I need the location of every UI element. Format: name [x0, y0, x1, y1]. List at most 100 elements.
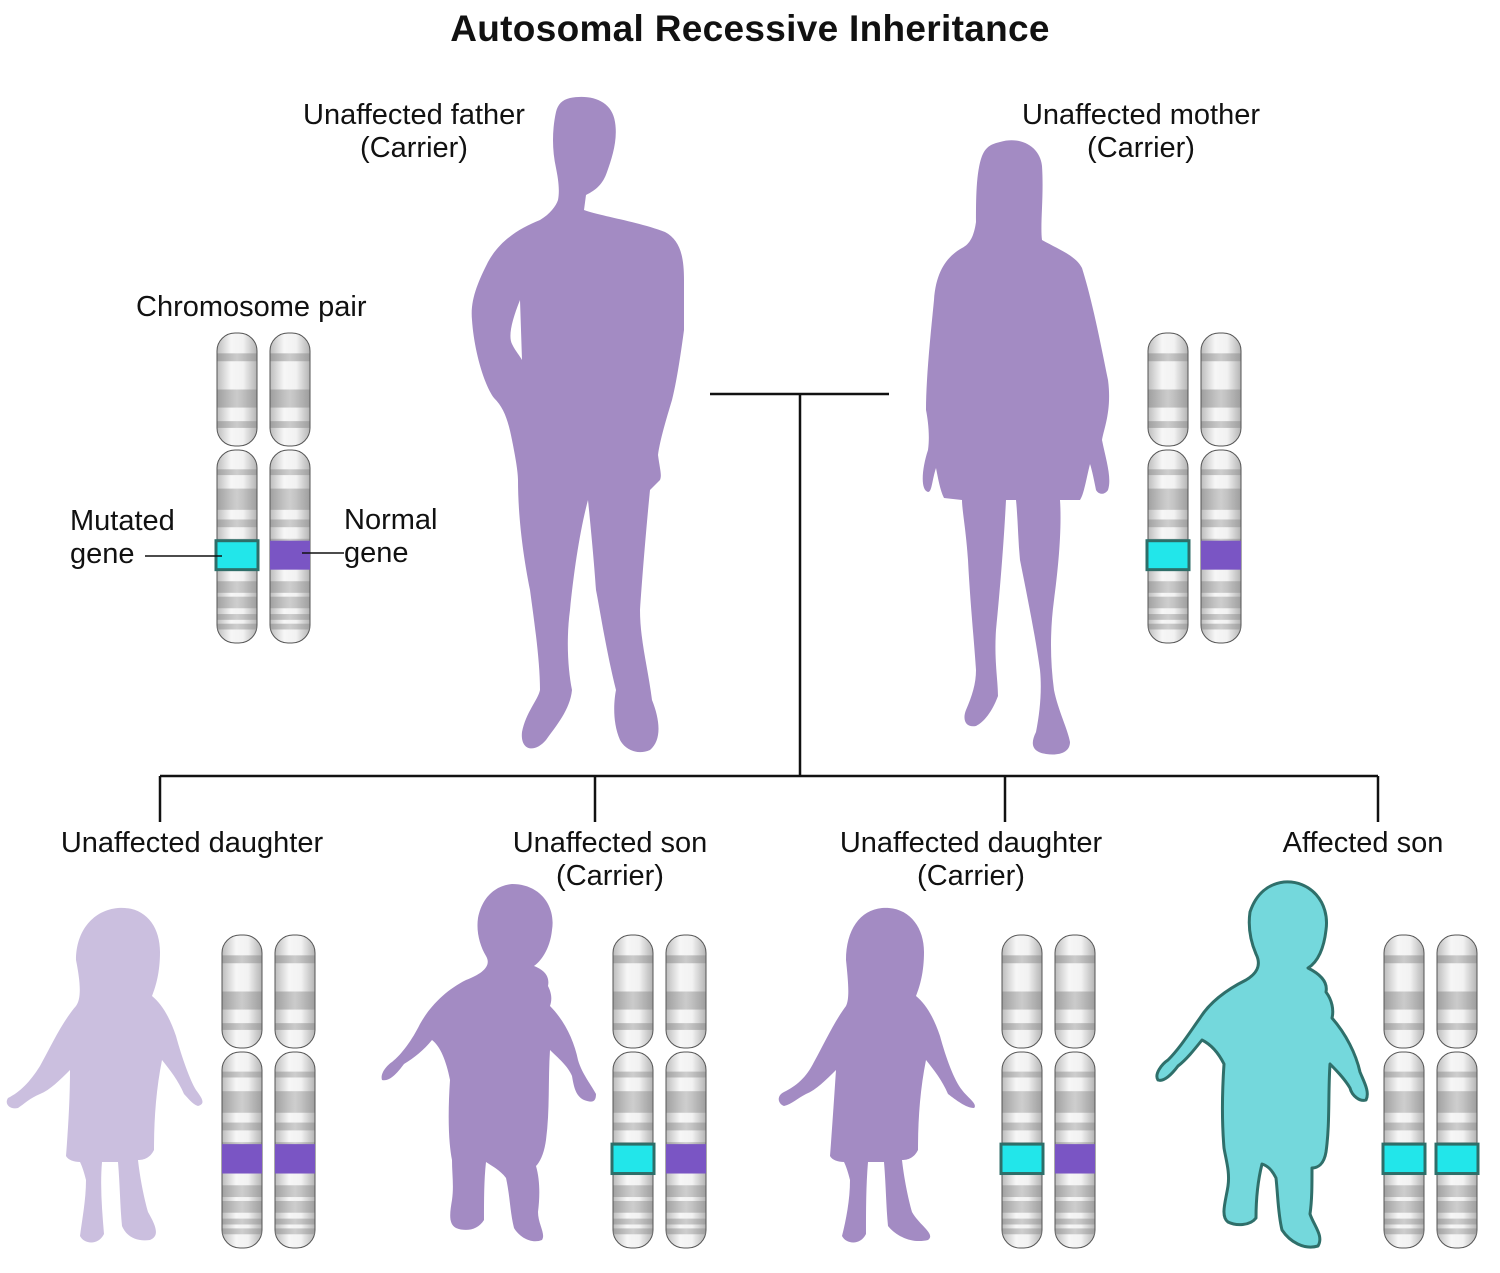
chromosome-band: [270, 488, 310, 510]
chromosome-band: [1002, 1228, 1042, 1235]
mutated-gene-block: [1381, 1142, 1427, 1176]
legend-callouts: [145, 552, 344, 557]
chromosome-band: [217, 488, 257, 510]
chromosome-band: [666, 1122, 706, 1131]
chromosome-band: [1201, 623, 1241, 630]
chromosome-band: [1384, 1071, 1424, 1078]
girl-silhouette: [6, 907, 203, 1243]
chromosome-band: [275, 1200, 315, 1213]
chromosome-band: [1148, 596, 1188, 609]
girl-silhouette: [778, 907, 975, 1243]
chromosome-band: [270, 353, 310, 362]
chromosome-band: [666, 1228, 706, 1235]
chromosome-band: [270, 614, 310, 620]
chromosome-band: [1148, 519, 1188, 528]
chromosome-band: [217, 469, 257, 476]
chromosome-band: [1384, 1228, 1424, 1235]
chromosome-band: [1055, 1122, 1095, 1131]
mutated-gene-block: [610, 1142, 656, 1176]
child-3-chromosome-pair: [999, 934, 1096, 1249]
chromosome-band: [270, 421, 310, 428]
chromosome-band: [270, 469, 310, 476]
chromosome-band: [666, 1091, 706, 1113]
child-3-label-line2: (Carrier): [917, 860, 1025, 892]
chromosome-layer: [214, 332, 1480, 1249]
chromosome-band: [613, 1218, 653, 1225]
chromosome-band: [666, 955, 706, 964]
father-label-line1: Unaffected father: [303, 99, 525, 131]
chromosome-band: [613, 955, 653, 964]
chromosome-band: [1437, 1023, 1477, 1030]
child-4-chromosome-pair-left: [1381, 934, 1427, 1249]
chromosome-band: [1055, 1091, 1095, 1113]
mother-chromosome-pair: [1145, 332, 1242, 644]
chromosome-band: [270, 623, 310, 630]
chromosome-band: [1148, 353, 1188, 362]
chromosome-band: [275, 1122, 315, 1131]
chromosome-band: [270, 581, 310, 593]
child-1-chromosome-pair-left: [221, 934, 263, 1249]
child-4-label: Affected son: [1266, 827, 1460, 860]
child-2-chromosome-pair-right: [665, 934, 707, 1249]
chromosome-band: [1384, 1185, 1424, 1198]
chromosome-band: [1002, 1023, 1042, 1030]
chromosome-band: [275, 1228, 315, 1235]
chromosome-band: [1201, 519, 1241, 528]
mutated-gene-label-line1: Mutated: [70, 505, 175, 537]
chromosome-band: [1384, 1218, 1424, 1225]
normal-gene-block: [1055, 1144, 1095, 1174]
mother-label-line2: (Carrier): [1087, 132, 1195, 164]
chromosome-band: [1055, 1071, 1095, 1078]
chromosome-band: [1055, 1218, 1095, 1225]
chromosome-band: [1148, 488, 1188, 510]
normal-gene-label-line2: gene: [344, 537, 409, 569]
chromosome-band: [222, 991, 262, 1010]
mutated-gene-label: Mutated gene: [70, 505, 175, 571]
chromosome-band: [270, 519, 310, 528]
chromosome-band: [217, 581, 257, 593]
father-label: Unaffected father (Carrier): [288, 99, 540, 165]
child-1-label-line1: Unaffected daughter: [60, 827, 324, 859]
chromosome-band: [1148, 623, 1188, 630]
child-3-chromosome-pair-left: [999, 934, 1045, 1249]
chromosome-band: [1002, 1122, 1042, 1131]
chromosome-band: [217, 614, 257, 620]
chromosome-band: [275, 1185, 315, 1198]
chromosome-band: [1201, 596, 1241, 609]
chromosome-band: [1055, 1185, 1095, 1198]
adult-female-silhouette: [922, 140, 1110, 755]
chromosome-band: [1437, 1071, 1477, 1078]
chromosome-band: [1148, 614, 1188, 620]
chromosome-band: [275, 955, 315, 964]
chromosome-band: [222, 1200, 262, 1213]
chromosome-band: [666, 991, 706, 1010]
mutated-gene-block: [1145, 539, 1191, 572]
chromosome-band: [1437, 1122, 1477, 1131]
chromosome-band: [275, 1218, 315, 1225]
chromosome-band: [222, 955, 262, 964]
mother-chromosome-pair-left: [1145, 332, 1191, 644]
child-1-chromosome-pair-right: [274, 934, 316, 1249]
mother-label: Unaffected mother (Carrier): [1004, 99, 1278, 165]
boy-silhouette-affected: [1155, 880, 1369, 1249]
chromosome-band: [1201, 421, 1241, 428]
normal-gene-block: [275, 1144, 315, 1174]
child-3-chromosome-pair-right: [1054, 934, 1096, 1249]
mother-chromosome-pair-right: [1200, 332, 1242, 644]
legend-title: Chromosome pair: [136, 291, 367, 323]
chromosome-band: [222, 1091, 262, 1113]
child-3-label-line1: Unaffected daughter: [839, 827, 1103, 859]
child-4-label-line1: Affected son: [1282, 827, 1444, 859]
chromosome-band: [1437, 1091, 1477, 1113]
chromosome-band: [222, 1228, 262, 1235]
chromosome-band: [1055, 1228, 1095, 1235]
chromosome-band: [275, 1091, 315, 1113]
father-label-line2: (Carrier): [360, 132, 468, 164]
chromosome-band: [222, 1218, 262, 1225]
mutated-gene-block: [214, 539, 260, 572]
chromosome-band: [270, 389, 310, 408]
chromosome-band: [217, 519, 257, 528]
normal-gene-block: [270, 540, 310, 570]
chromosome-band: [217, 596, 257, 609]
chromosome-band: [1384, 1200, 1424, 1213]
